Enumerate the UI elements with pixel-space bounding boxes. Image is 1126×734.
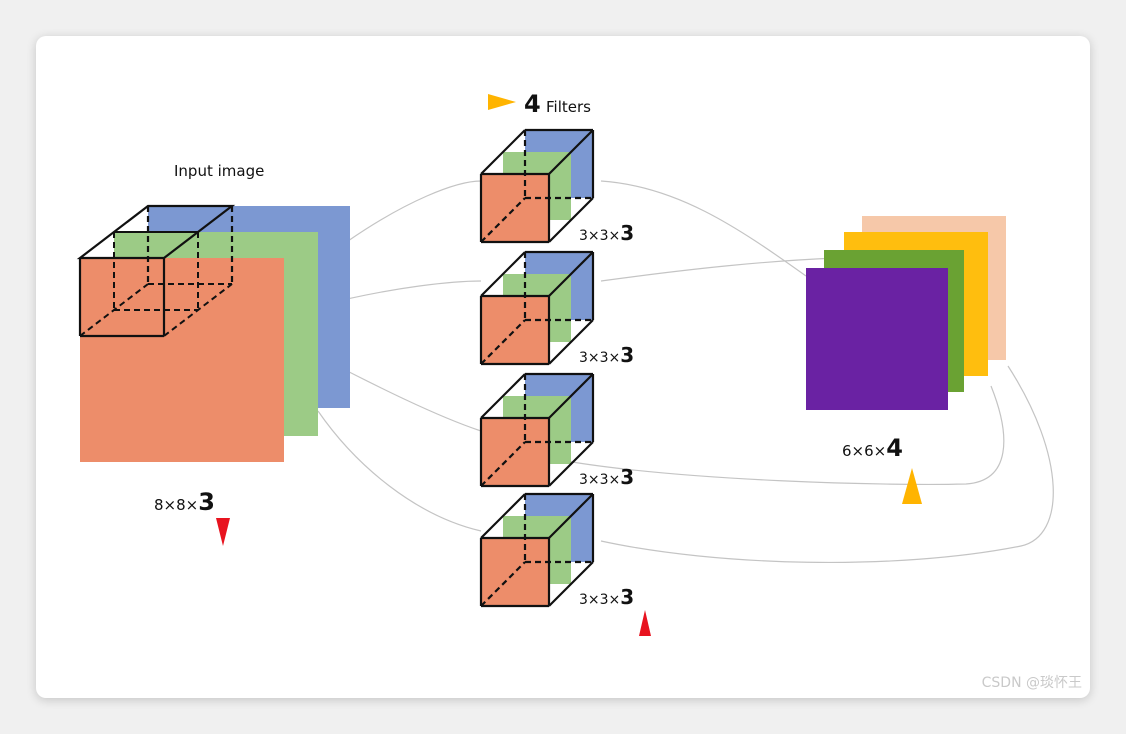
filter-1: 3×3×3 — [479, 128, 634, 245]
filter-cube-edge — [480, 197, 526, 243]
filter-cube-edge — [480, 441, 526, 487]
filter-dims-label: 3×3×3 — [579, 343, 634, 367]
connector-line — [317, 410, 482, 532]
filter-cube-edge — [480, 251, 526, 297]
filter-cube-edges — [479, 250, 595, 366]
filter-cube-edge — [548, 197, 594, 243]
filter-dims-bold: 3 — [620, 221, 634, 245]
filter-cube-edge — [480, 129, 526, 175]
filter-channel-red — [481, 174, 549, 242]
output-dims-prefix: 6×6× — [842, 442, 886, 460]
input-dims-prefix: 8×8× — [154, 496, 198, 514]
filter-cube-edges — [479, 372, 595, 488]
watermark: CSDN @琰怀王 — [981, 675, 1082, 691]
filter-cube-edge — [548, 251, 594, 297]
input-channel-red — [80, 258, 284, 462]
filters-count: 4 — [524, 90, 541, 118]
filter-cube-edges — [479, 492, 595, 608]
filter-cube-edge — [548, 441, 594, 487]
filter-channel-arrow — [639, 610, 651, 636]
connector-line — [347, 180, 482, 242]
filter-3: 3×3×3 — [479, 372, 634, 489]
input-image-stack: Input image 8×8×3 — [76, 162, 350, 546]
filter-cube-edge — [548, 373, 594, 419]
filter-cube-edge — [548, 493, 594, 539]
filters-header: 4 Filters — [488, 90, 591, 118]
filter-2: 3×3×3 — [479, 250, 634, 367]
filter-cube-edge — [548, 561, 594, 607]
filters-column: 3×3×33×3×33×3×33×3×3 — [479, 128, 634, 609]
connector-line — [565, 385, 1005, 486]
filter-cube-edge — [480, 561, 526, 607]
filter-dims-label: 3×3×3 — [579, 585, 634, 609]
connector-line — [600, 365, 1054, 563]
filter-dims-bold: 3 — [620, 585, 634, 609]
input-dims-bold: 3 — [198, 488, 215, 516]
filters-arrow-icon — [488, 94, 516, 110]
filter-cube-edge — [480, 493, 526, 539]
input-dims-label: 8×8×3 — [154, 488, 215, 516]
filter-cube-edge — [480, 373, 526, 419]
output-volume-stack: 6×6×4 — [806, 216, 1006, 504]
filter-dims-bold: 3 — [620, 343, 634, 367]
output-depth-arrow — [902, 468, 922, 504]
filter-channel-red — [481, 296, 549, 364]
filter-cube-edge — [480, 319, 526, 365]
input-image-title: Input image — [174, 162, 264, 180]
filters-word: Filters — [546, 98, 591, 116]
input-kernel-cube — [76, 204, 236, 338]
connector-line — [600, 257, 837, 282]
filter-dims-bold: 3 — [620, 465, 634, 489]
connector-line — [600, 180, 807, 277]
filter-dims-label: 3×3×3 — [579, 465, 634, 489]
filter-dims-label: 3×3×3 — [579, 221, 634, 245]
output-map-purple — [806, 268, 948, 410]
filter-cube-edge — [548, 129, 594, 175]
filter-channel-red — [481, 418, 549, 486]
filter-dims-prefix: 3×3× — [579, 472, 620, 488]
filter-4: 3×3×3 — [479, 492, 634, 609]
filter-channel-red — [481, 538, 549, 606]
filter-dims-prefix: 3×3× — [579, 228, 620, 244]
filter-dims-prefix: 3×3× — [579, 592, 620, 608]
input-channel-arrow — [216, 518, 230, 546]
filter-dims-prefix: 3×3× — [579, 350, 620, 366]
output-dims-bold: 4 — [886, 434, 903, 462]
output-dims-label: 6×6×4 — [842, 434, 903, 462]
filter-cube-edge — [548, 319, 594, 365]
convolution-diagram: Input image 8×8×3 4 Filters 3×3×33×3×33×… — [76, 90, 1054, 636]
filter-cube-edges — [479, 128, 595, 244]
